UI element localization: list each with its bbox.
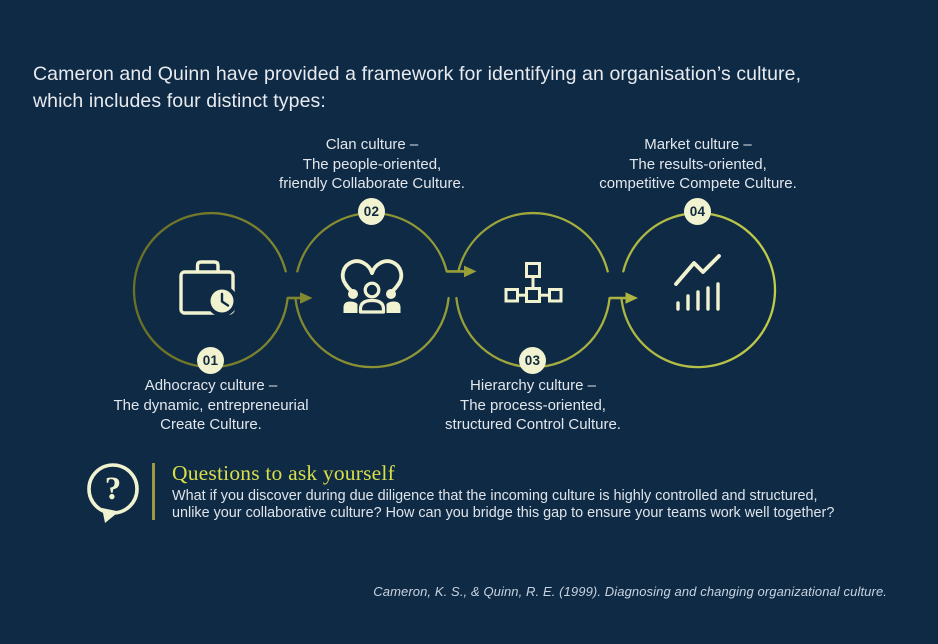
adhocracy-label-line3: Create Culture. xyxy=(160,416,262,433)
questions-body: What if you discover during due diligenc… xyxy=(172,488,892,523)
clan-label-line1: Clan culture – xyxy=(325,136,419,153)
hierarchy-label-line3: structured Control Culture. xyxy=(445,416,621,433)
step-badge-02: 02 xyxy=(358,198,385,225)
questions-body-line1: What if you discover during due diligenc… xyxy=(172,488,818,504)
vertical-divider xyxy=(152,463,155,520)
clan-label-line3: friendly Collaborate Culture. xyxy=(279,175,465,192)
questions-heading: Questions to ask yourself xyxy=(172,461,395,485)
adhocracy-label-line2: The dynamic, entrepreneurial xyxy=(113,396,309,414)
step-number-01: 01 xyxy=(202,353,219,368)
market-label-line2: The results-oriented, xyxy=(629,155,767,173)
questions-body-line2: unlike your collaborative culture? How c… xyxy=(172,505,835,522)
step-number-04: 04 xyxy=(689,204,706,219)
market-culture-label: Market culture – The results-oriented, c… xyxy=(567,135,829,194)
ring-clan-bottom xyxy=(294,296,450,369)
ring-adhocracy xyxy=(132,211,289,369)
hierarchy-label-line2: The process-oriented, xyxy=(460,396,606,414)
adhocracy-label-line1: Adhocracy culture – xyxy=(144,377,278,394)
hierarchy-label-line1: Hierarchy culture – xyxy=(470,377,596,394)
step-number-02: 02 xyxy=(363,204,380,219)
step-badge-03: 03 xyxy=(519,347,546,374)
market-label-line3: competitive Compete Culture. xyxy=(599,175,797,192)
bar-chart-icon xyxy=(674,254,721,311)
hierarchy-culture-label: Hierarchy culture – The process-oriented… xyxy=(402,376,664,435)
ring-hierarchy-top xyxy=(457,211,609,273)
clan-culture-label: Clan culture – The people-oriented, frie… xyxy=(241,135,503,194)
briefcase-clock-icon xyxy=(179,260,238,317)
clan-label-line2: The people-oriented, xyxy=(302,155,442,173)
arrow-3-to-4-icon xyxy=(609,292,638,304)
step-badge-01: 01 xyxy=(197,347,224,374)
question-mark-glyph: ? xyxy=(104,470,122,507)
page-title: Cameron and Quinn have provided a framew… xyxy=(33,61,893,115)
page-title-line2: which includes four distinct types: xyxy=(33,90,326,112)
question-bubble-icon xyxy=(87,463,139,523)
people-heart-icon xyxy=(340,259,404,314)
citation: Cameron, K. S., & Quinn, R. E. (1999). D… xyxy=(373,584,887,599)
step-number-03: 03 xyxy=(524,353,541,368)
hierarchy-icon xyxy=(504,262,563,303)
arrow-2-to-3-icon xyxy=(446,265,477,278)
flow-arrows xyxy=(287,265,638,304)
page-title-line1: Cameron and Quinn have provided a framew… xyxy=(33,63,802,85)
step-badge-04: 04 xyxy=(684,198,711,225)
ring-market xyxy=(620,211,777,369)
market-label-line1: Market culture – xyxy=(644,136,752,153)
arrow-1-to-2-icon xyxy=(287,292,313,304)
adhocracy-culture-label: Adhocracy culture – The dynamic, entrepr… xyxy=(80,376,342,435)
